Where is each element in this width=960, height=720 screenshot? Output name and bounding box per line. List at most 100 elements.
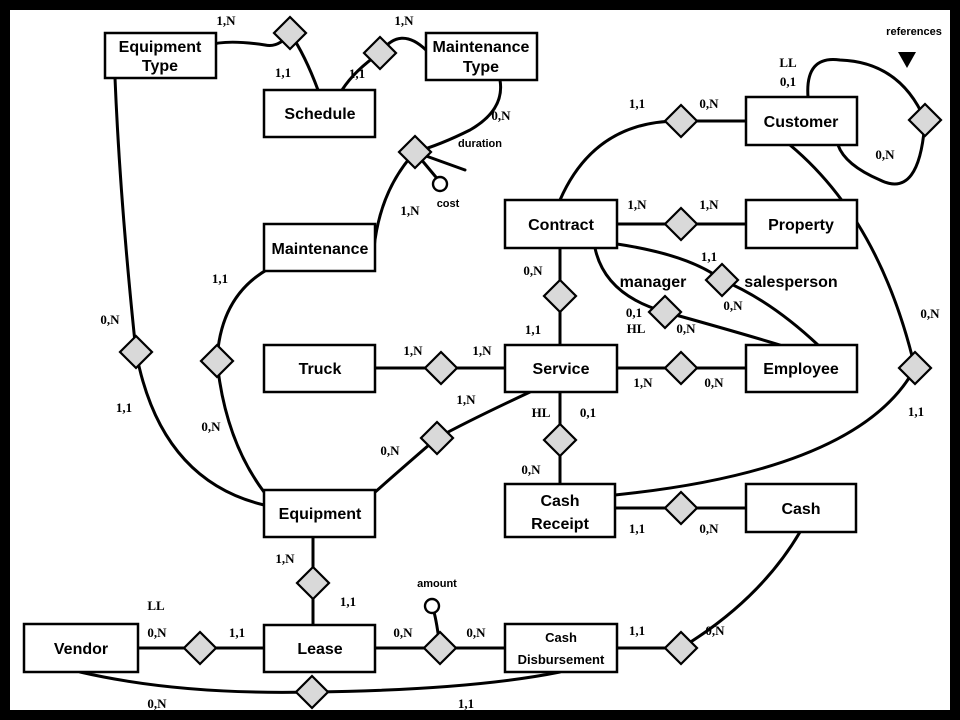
cardinality-label: 1,N: [472, 343, 492, 358]
relationship-diamond[interactable]: [362, 35, 398, 71]
cardinality-label: 0,N: [147, 625, 167, 640]
cardinality-labels: 1,N 1,1 1,N 1,1 0,N 1,N LL 0,1 0,N 1,1 0…: [100, 13, 940, 711]
attribute-circle-amount[interactable]: [423, 597, 441, 615]
attribute-label-duration: duration: [458, 138, 502, 150]
entity-label: Truck: [299, 361, 342, 378]
cardinality-label: 1,1: [629, 623, 645, 638]
entity-label: Cash: [781, 501, 820, 518]
cardinality-label: 1,N: [456, 392, 476, 407]
entity-vendor[interactable]: Vendor: [22, 622, 140, 674]
line-rel-equipment-2: [215, 359, 266, 494]
entity-equipment-type[interactable]: Equipment Type: [103, 31, 218, 80]
cardinality-label: 1,N: [400, 203, 420, 218]
cardinality-label: 0,N: [920, 306, 940, 321]
line-equiptype-rel2: [113, 76, 138, 354]
line-vendor-rel-disb: [78, 670, 314, 694]
entity-property[interactable]: Property: [744, 198, 859, 250]
relationship-diamond[interactable]: [907, 102, 943, 138]
entity-employee[interactable]: Employee: [744, 343, 859, 394]
cardinality-label: 0,N: [523, 263, 543, 278]
entity-contract[interactable]: Contract: [503, 198, 619, 250]
entity-equipment[interactable]: Equipment: [262, 488, 377, 539]
cardinality-label: 1,1: [275, 65, 291, 80]
cardinality-label: 1,1: [116, 400, 132, 415]
entity-label: Maintenance: [433, 39, 530, 56]
entity-cash-receipt[interactable]: Cash Receipt: [503, 482, 617, 539]
entity-label: Vendor: [54, 641, 108, 658]
entity-label: Cash: [545, 630, 577, 645]
relationship-diamond[interactable]: [663, 630, 699, 666]
relationship-diamond[interactable]: [542, 278, 578, 314]
entity-schedule[interactable]: Schedule: [262, 88, 377, 139]
entity-label: Customer: [764, 114, 839, 131]
relationship-diamond[interactable]: [542, 422, 578, 458]
cardinality-label: 1,1: [229, 625, 245, 640]
relationship-diamond[interactable]: [295, 565, 331, 601]
line-rel-disb: [310, 670, 562, 694]
attribute-label-cost: cost: [437, 198, 460, 210]
cardinality-label: 0,1: [580, 405, 596, 420]
cardinality-label: 1,N: [394, 13, 414, 28]
cardinality-label: 0,1: [626, 305, 642, 320]
entity-label: Schedule: [284, 106, 355, 123]
entity-cash-disbursement[interactable]: Cash Disbursement: [503, 622, 619, 674]
cardinality-label: 0,N: [699, 96, 719, 111]
relationship-diamond[interactable]: [647, 294, 683, 330]
relationship-diamond[interactable]: [897, 350, 933, 386]
cardinality-label: 1,N: [627, 197, 647, 212]
relationship-diamond[interactable]: [199, 343, 235, 379]
cardinality-label: 0,N: [521, 462, 541, 477]
cardinality-label: 0,N: [676, 321, 696, 336]
cardinality-label: 1,1: [340, 594, 356, 609]
entity-label: Cash: [540, 493, 579, 510]
relationship-diamond[interactable]: [118, 334, 154, 370]
cardinality-label: 1,1: [458, 696, 474, 711]
cardinality-label: 0,N: [466, 625, 486, 640]
cardinality-label: 0,N: [100, 312, 120, 327]
cardinality-label: LL: [779, 55, 797, 70]
attribute-circle-cost[interactable]: [431, 175, 449, 193]
entity-label: Disbursement: [518, 652, 605, 667]
relationship-diamond[interactable]: [704, 262, 740, 298]
relationship-diamond[interactable]: [294, 674, 330, 710]
line-customer-self-bottom: [836, 118, 927, 186]
cardinality-label: LL: [147, 598, 165, 613]
relationship-diamond[interactable]: [663, 206, 699, 242]
cardinality-label: 1,1: [701, 249, 717, 264]
line-rel-cash: [679, 530, 802, 650]
entity-label: Contract: [528, 217, 594, 234]
relationship-diamond[interactable]: [182, 630, 218, 666]
cardinality-label: 1,N: [216, 13, 236, 28]
relationship-diamond[interactable]: [663, 103, 699, 139]
cardinality-label: 1,N: [633, 375, 653, 390]
cardinality-label: 1,1: [629, 521, 645, 536]
relationship-diamond[interactable]: [423, 350, 459, 386]
entity-label: Employee: [763, 361, 839, 378]
relationship-diamond[interactable]: [397, 134, 433, 170]
relationship-diamond[interactable]: [422, 630, 458, 666]
cardinality-label: 1,N: [275, 551, 295, 566]
line-customer-rel-receipt: [788, 143, 917, 370]
line-rel-receipt: [613, 366, 917, 497]
cardinality-label: 1,1: [349, 66, 365, 81]
relationship-diamond[interactable]: [272, 15, 308, 51]
entity-truck[interactable]: Truck: [262, 343, 377, 394]
cardinality-label: 0,N: [699, 521, 719, 536]
entity-service[interactable]: Service: [503, 343, 619, 394]
cardinality-label: 1,1: [629, 96, 645, 111]
cardinality-label: 0,N: [380, 443, 400, 458]
entity-maintenance-type[interactable]: Maintenance Type: [424, 31, 539, 82]
relationship-diamond[interactable]: [663, 350, 699, 386]
cardinality-label: 1,1: [908, 404, 924, 419]
role-label-salesperson: salesperson: [744, 274, 837, 291]
entity-customer[interactable]: Customer: [744, 95, 859, 147]
cardinality-label: 0,N: [705, 623, 725, 638]
relationship-diamond[interactable]: [663, 490, 699, 526]
relationship-diamond[interactable]: [419, 420, 455, 456]
entity-lease[interactable]: Lease: [262, 623, 377, 674]
entity-maintenance[interactable]: Maintenance: [262, 222, 377, 273]
cardinality-label: 0,N: [491, 108, 511, 123]
cardinality-label: 1,N: [403, 343, 423, 358]
entity-cash[interactable]: Cash: [744, 482, 858, 534]
